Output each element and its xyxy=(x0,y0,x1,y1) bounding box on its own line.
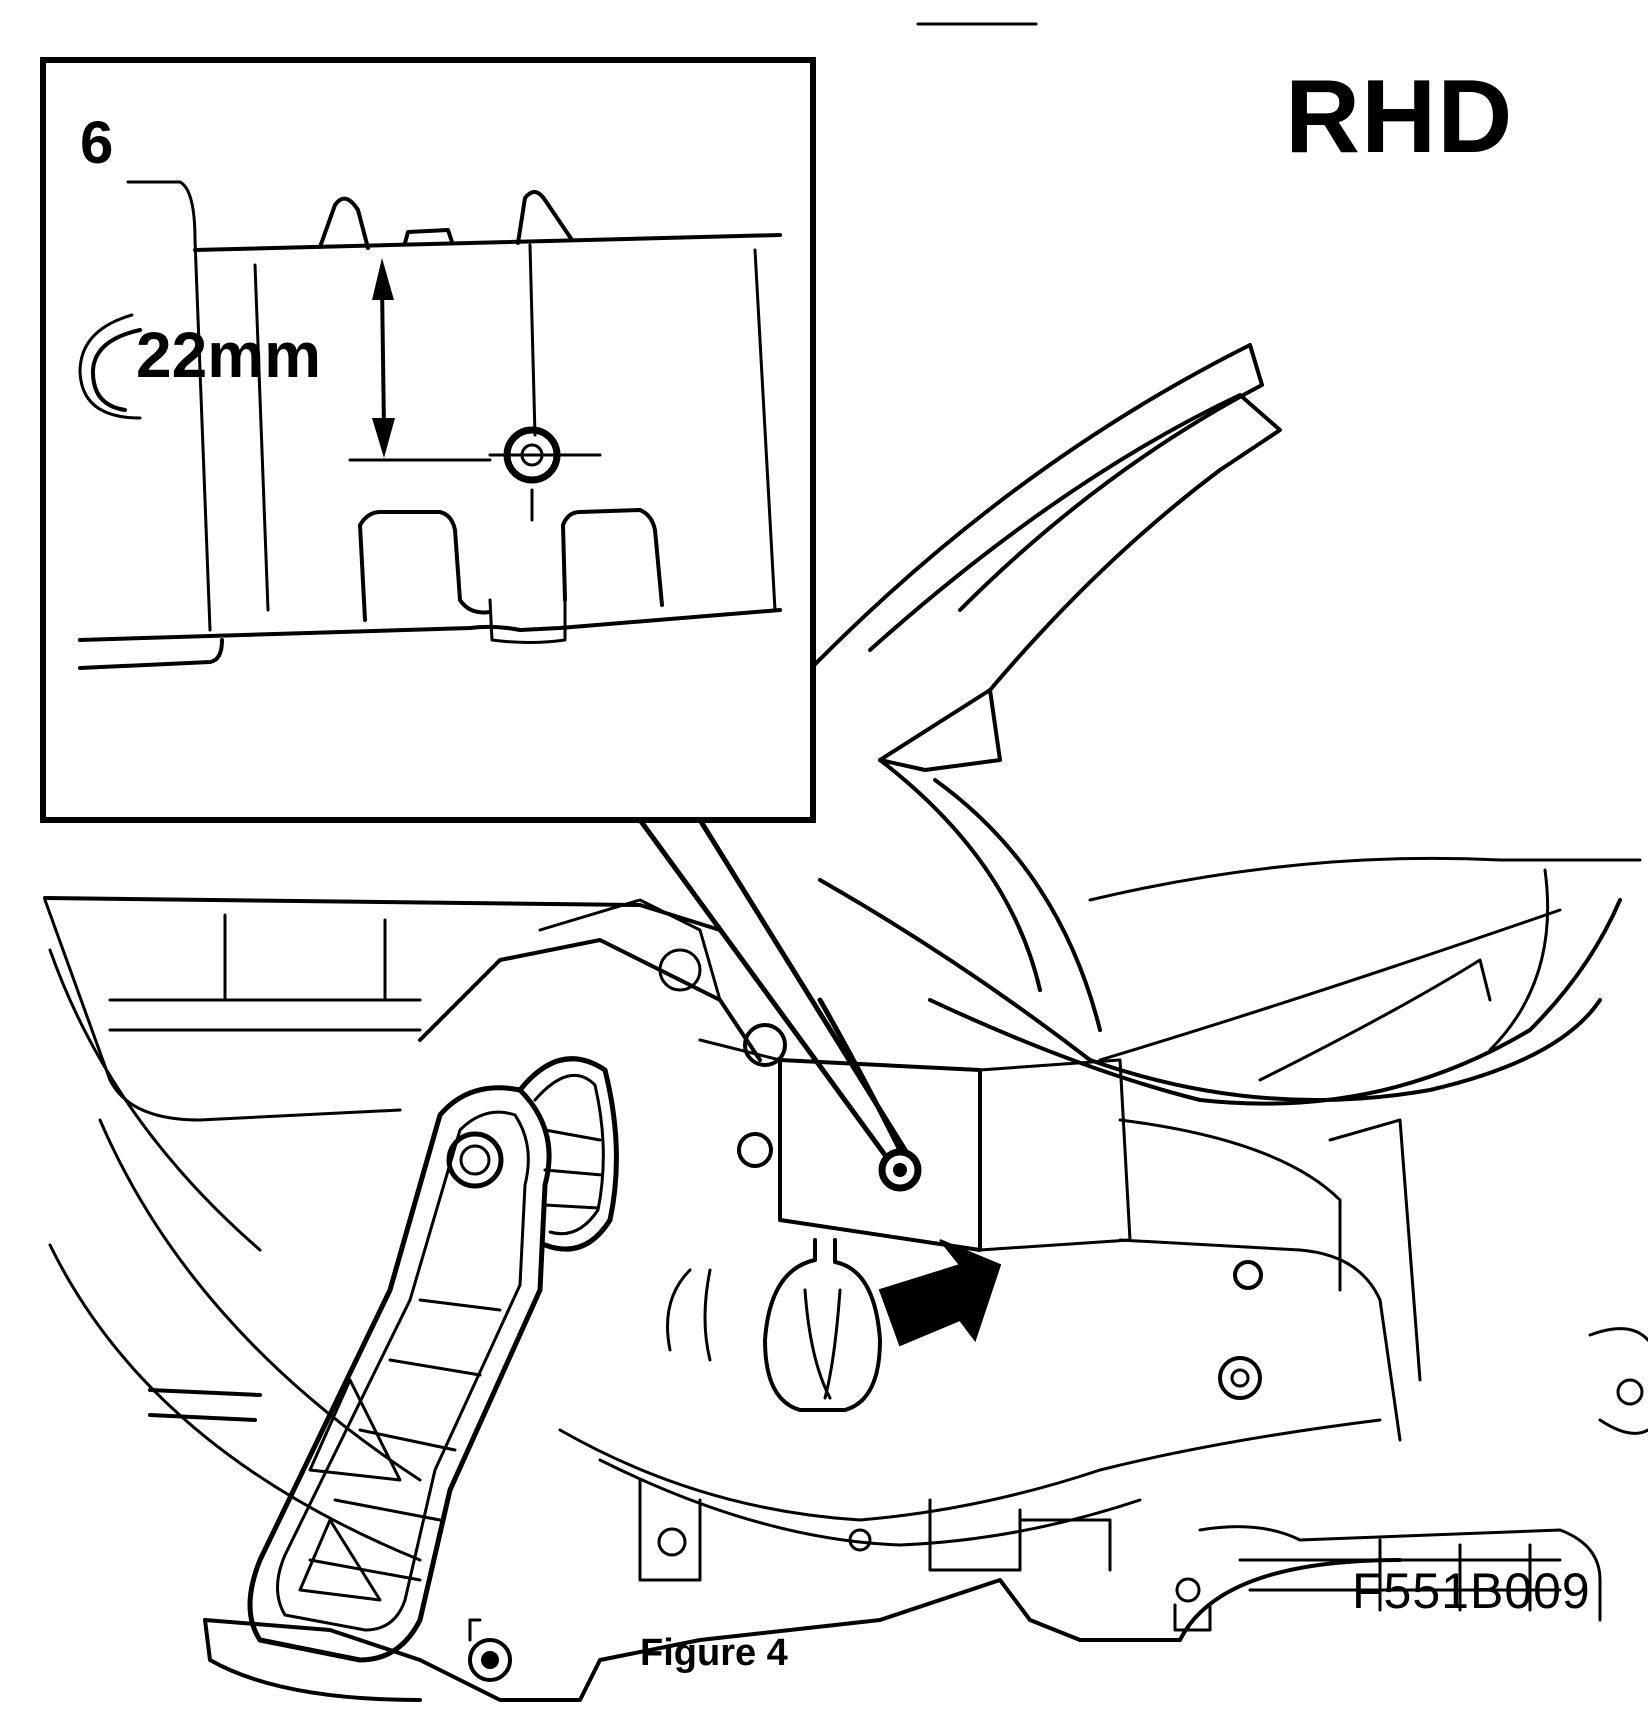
socket-rotation-icon xyxy=(78,313,142,420)
pedal-arm xyxy=(247,1056,619,1663)
drive-side-label: RHD xyxy=(1285,59,1514,175)
dimension-arrow-icon xyxy=(372,258,395,458)
image-code: F551B009 xyxy=(1352,1563,1591,1619)
callout-number: 6 xyxy=(80,109,114,176)
pedal-assembly-drawing xyxy=(43,343,1648,1702)
direction-arrow-icon xyxy=(878,1239,1002,1347)
figure-caption: Figure 4 xyxy=(640,1632,788,1674)
dimension-label: 22mm xyxy=(136,319,321,391)
inset-detail xyxy=(40,57,908,1158)
inset-frame xyxy=(40,57,816,823)
